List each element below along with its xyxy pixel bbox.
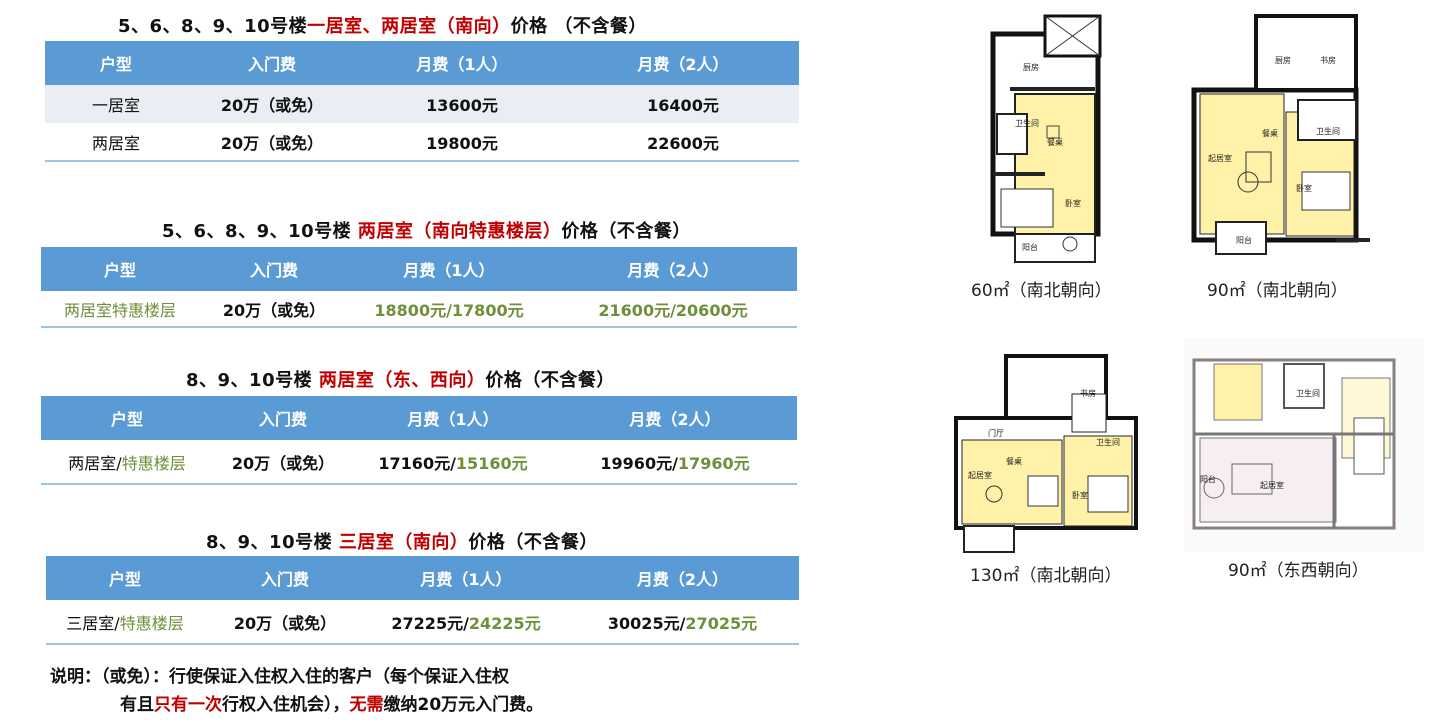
plan-label: 阳台 xyxy=(1022,243,1038,252)
section4-title: 8、9、10号楼 三居室（南向）价格（不含餐） xyxy=(206,532,598,553)
header-monthly-2: 月费（2人） xyxy=(553,396,797,440)
header-type: 户型 xyxy=(46,556,204,600)
floor-plan-90-ew-caption: 90㎡（东西朝向） xyxy=(1228,561,1369,581)
header-type: 户型 xyxy=(41,247,199,291)
floor-plan-130-image xyxy=(954,354,1138,553)
floor-plan-60-image xyxy=(990,14,1102,263)
plan-label: 卧室 xyxy=(1296,184,1312,193)
header-monthly-2: 月费（2人） xyxy=(567,41,799,85)
header-type: 户型 xyxy=(45,41,187,85)
plan-label: 餐桌 xyxy=(1047,138,1063,147)
header-monthly-1: 月费（1人） xyxy=(366,556,566,600)
table-row: 两居室特惠楼层 20万（或免） 18800元/17800元 21600元/206… xyxy=(41,291,797,328)
floor-plan-130-caption: 130㎡（南北朝向） xyxy=(970,566,1122,586)
header-entry-fee: 入门费 xyxy=(187,41,357,85)
section3-price-table: 户型 入门费 月费（1人） 月费（2人） 两居室/特惠楼层 20万（或免） 17… xyxy=(41,396,797,485)
header-monthly-1: 月费（1人） xyxy=(353,396,553,440)
plan-label: 门厅 xyxy=(988,429,1004,438)
floor-plan-90-ew-image xyxy=(1184,338,1424,552)
note-line-2: 有且只有一次行权入住机会），无需缴纳20万元入门费。 xyxy=(120,695,544,715)
section4-price-table: 户型 入门费 月费（1人） 月费（2人） 三居室/特惠楼层 20万（或免） 27… xyxy=(46,556,799,645)
header-type: 户型 xyxy=(41,396,213,440)
header-entry-fee: 入门费 xyxy=(213,396,353,440)
table-row: 三居室/特惠楼层 20万（或免） 27225元/24225元 30025元/27… xyxy=(46,600,799,645)
header-monthly-2: 月费（2人） xyxy=(566,556,799,600)
header-entry-fee: 入门费 xyxy=(199,247,349,291)
plan-label: 阳台 xyxy=(1200,475,1216,484)
plan-label: 起居室 xyxy=(1260,481,1284,490)
section3-title: 8、9、10号楼 两居室（东、西向）价格（不含餐） xyxy=(186,370,615,391)
plan-label: 起居室 xyxy=(1208,154,1232,163)
plan-label: 餐桌 xyxy=(1006,457,1022,466)
plan-label: 卫生间 xyxy=(1316,127,1340,136)
plan-label: 厨房 xyxy=(1023,63,1039,72)
plan-label: 阳台 xyxy=(1236,236,1252,245)
plan-label: 书房 xyxy=(1320,56,1336,65)
plan-label: 卧室 xyxy=(1065,199,1081,208)
header-monthly-1: 月费（1人） xyxy=(349,247,549,291)
note-line-1: 说明：（或免）：行使保证入住权入住的客户（每个保证入住权 xyxy=(50,667,509,687)
header-monthly-1: 月费（1人） xyxy=(357,41,567,85)
section1-title: 5、6、8、9、10号楼一居室、两居室（南向）价格 （不含餐） xyxy=(118,16,647,37)
plan-label: 卫生间 xyxy=(1096,438,1120,447)
floor-plan-90-ns-caption: 90㎡（南北朝向） xyxy=(1207,281,1348,301)
plan-label: 卫生间 xyxy=(1296,389,1320,398)
table-row: 一居室 20万（或免） 13600元 16400元 xyxy=(45,85,799,123)
section2-title: 5、6、8、9、10号楼 两居室（南向特惠楼层）价格（不含餐） xyxy=(162,221,691,242)
plan-label: 卧室 xyxy=(1072,491,1088,500)
floor-plan-90-ns-image xyxy=(1191,14,1370,255)
plan-label: 厨房 xyxy=(1275,56,1291,65)
table-row: 两居室/特惠楼层 20万（或免） 17160元/15160元 19960元/17… xyxy=(41,440,797,485)
floor-plan-60-caption: 60㎡（南北朝向） xyxy=(971,281,1112,301)
section2-price-table: 户型 入门费 月费（1人） 月费（2人） 两居室特惠楼层 20万（或免） 188… xyxy=(41,247,797,328)
plan-label: 卫生间 xyxy=(1015,119,1039,128)
header-monthly-2: 月费（2人） xyxy=(549,247,797,291)
plan-label: 书房 xyxy=(1080,389,1096,398)
header-entry-fee: 入门费 xyxy=(204,556,366,600)
table-row: 两居室 20万（或免） 19800元 22600元 xyxy=(45,123,799,162)
section1-price-table: 户型 入门费 月费（1人） 月费（2人） 一居室 20万（或免） 13600元 … xyxy=(45,41,799,162)
plan-label: 餐桌 xyxy=(1262,129,1278,138)
plan-label: 起居室 xyxy=(968,471,992,480)
